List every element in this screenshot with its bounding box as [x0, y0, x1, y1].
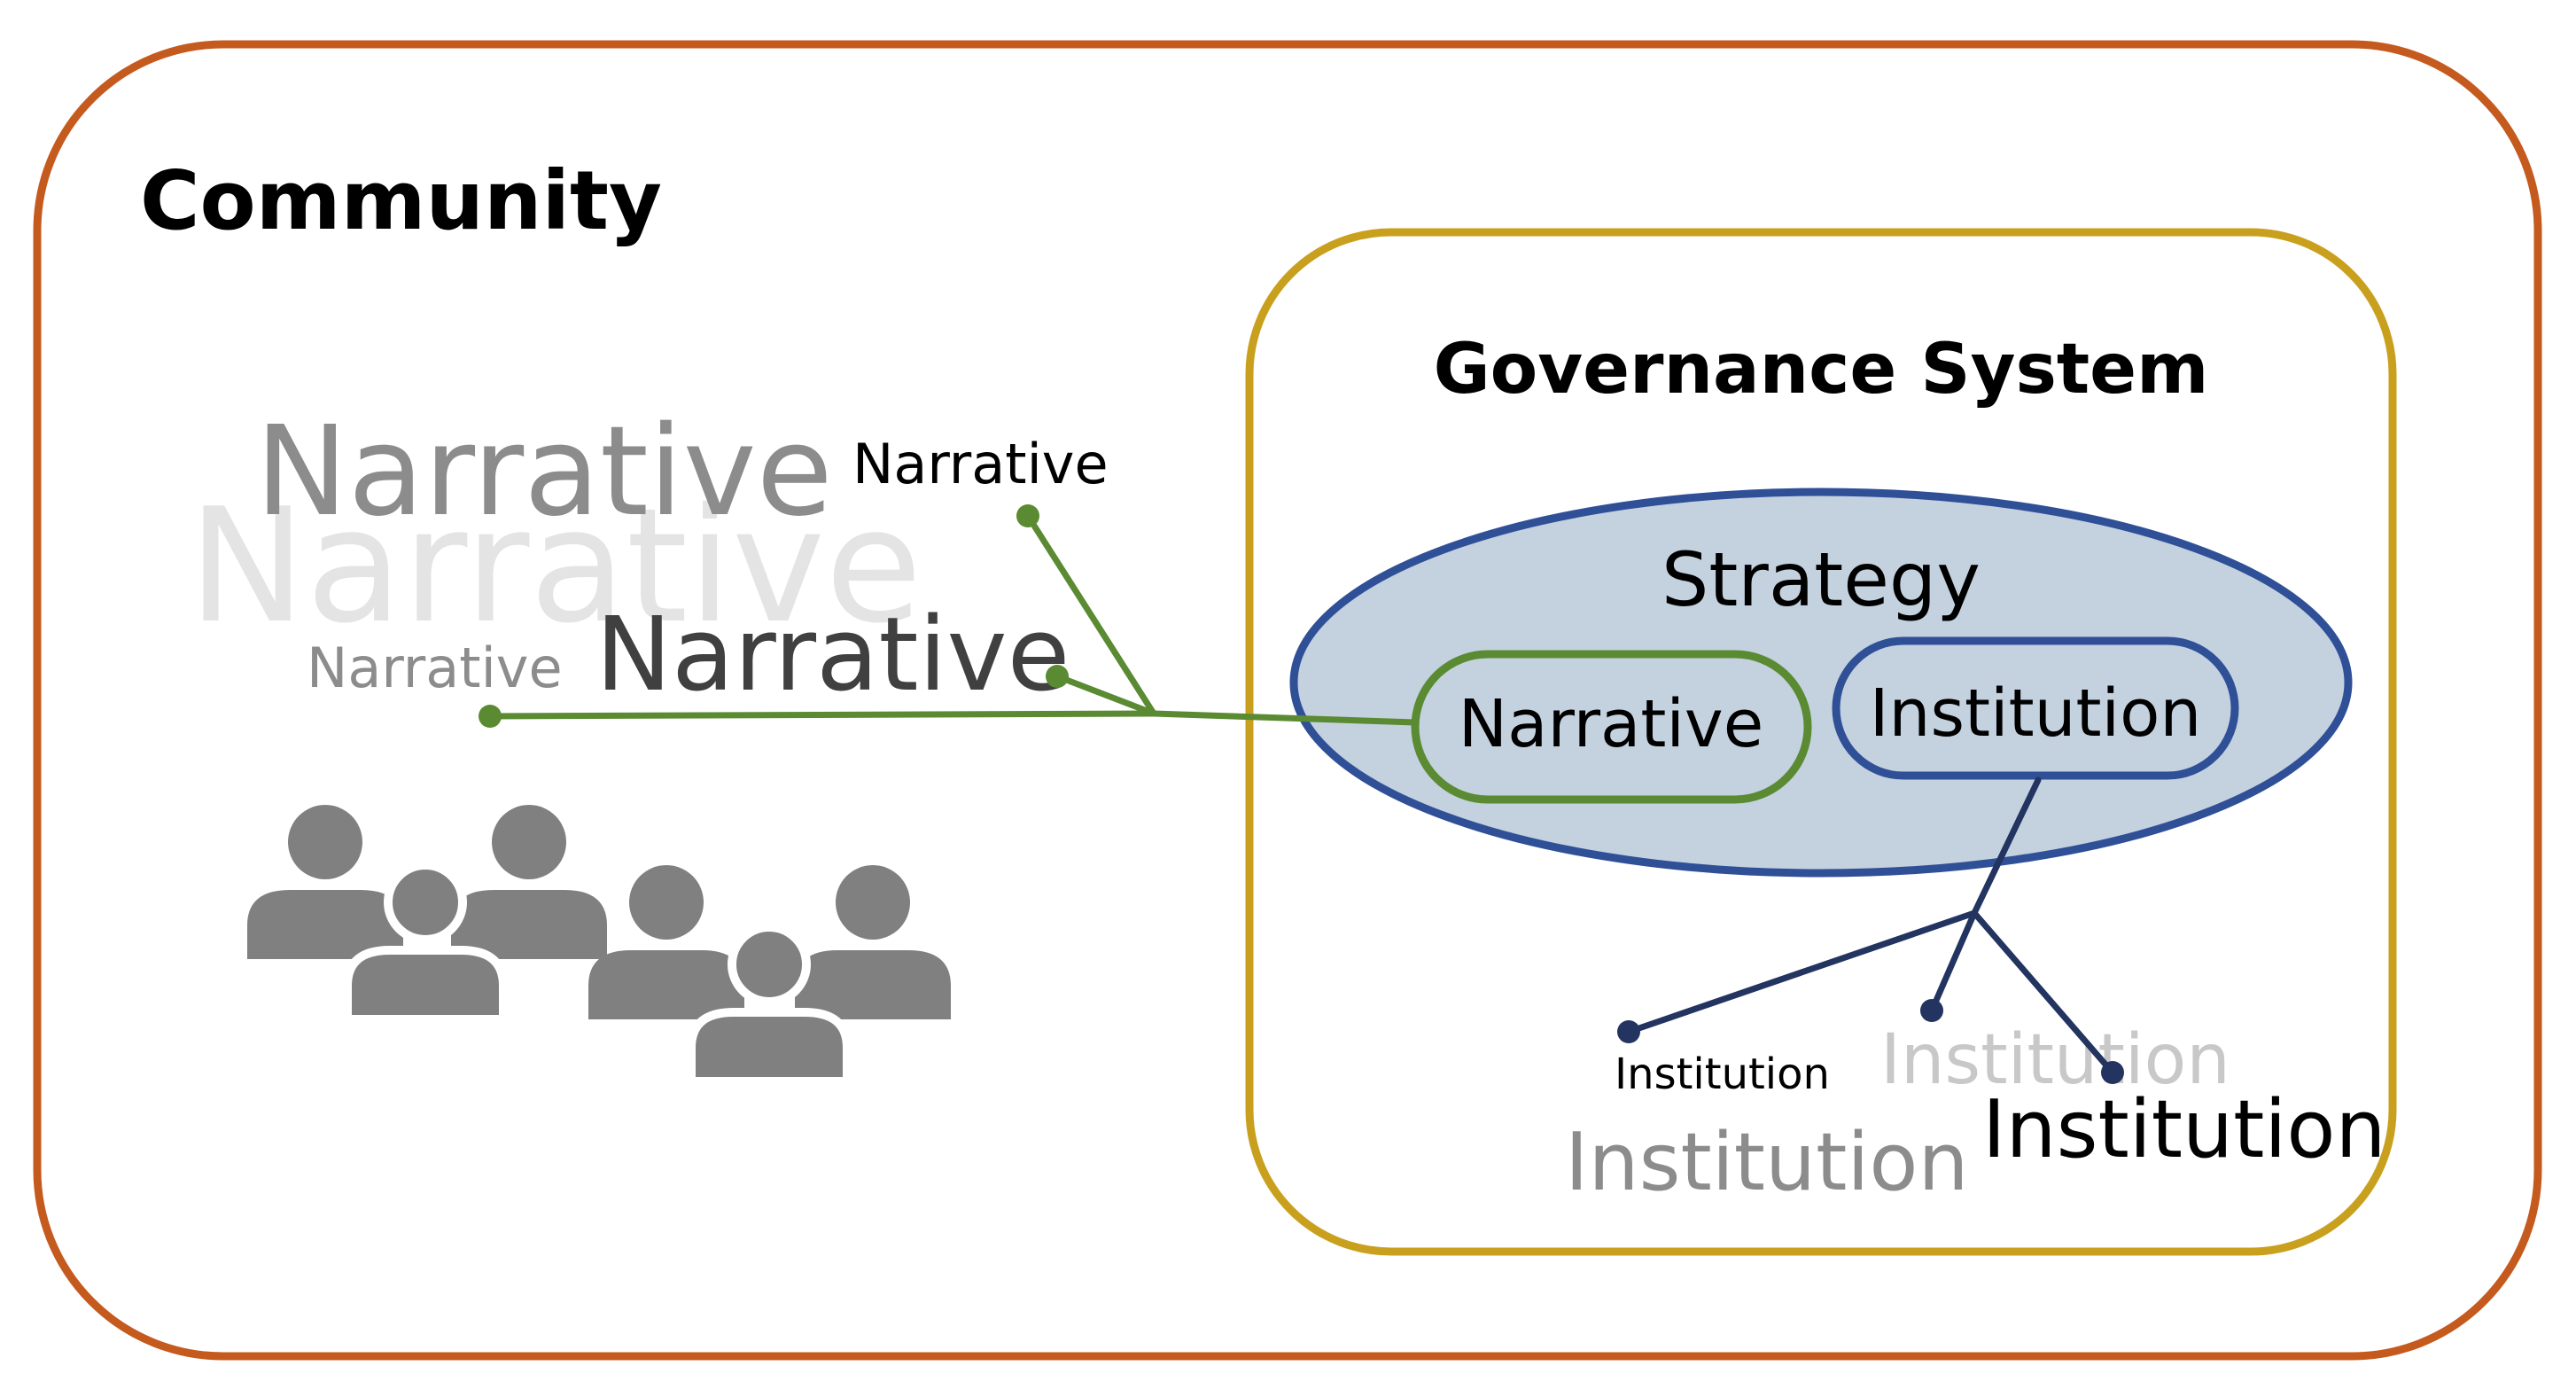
- institution-small-black: Institution: [1615, 1050, 1830, 1099]
- narrative-branch-middle: [1054, 673, 1157, 717]
- narrative-medium-dark: Narrative: [595, 596, 1070, 714]
- person-icon: [451, 805, 607, 959]
- person-body: [588, 950, 744, 1019]
- narrative-node-middle: [1046, 665, 1069, 688]
- narrative-branch-trunk: [486, 710, 1157, 720]
- narrative-branch-top: [1024, 512, 1157, 717]
- narrative-connector-tree: [486, 512, 1419, 726]
- governance-system-title: Governance System: [1434, 330, 2209, 410]
- person-head: [492, 805, 566, 879]
- person-icon: [343, 861, 508, 1024]
- person-body: [343, 946, 508, 1024]
- strategy-narrative-label: Narrative: [1459, 686, 1764, 762]
- person-icon: [247, 805, 403, 959]
- person-head: [836, 865, 910, 940]
- institution-branch-right: [1971, 909, 2116, 1076]
- institution-branch-middle: [1928, 909, 1978, 1014]
- narrative-small-left: Narrative: [307, 636, 563, 700]
- narrative-branch-to-pill: [1150, 710, 1419, 726]
- strategy-institution-pill: [1832, 636, 2239, 780]
- institution-connector-tree: [1625, 776, 2116, 1076]
- institution-medium-gray: Institution: [1565, 1116, 1969, 1209]
- institution-branch-trunk: [1971, 776, 2042, 917]
- person-body: [687, 1008, 852, 1086]
- people-group-icon: [247, 805, 951, 1086]
- person-head: [384, 861, 467, 944]
- institution-large-black: Institution: [1982, 1083, 2386, 1176]
- strategy-institution-label: Institution: [1870, 675, 2202, 752]
- person-body: [247, 890, 403, 959]
- community-title: Community: [140, 153, 662, 248]
- narrative-large-gray: Narrative: [255, 400, 833, 544]
- person-icon: [588, 865, 744, 1019]
- institution-node-right: [2101, 1061, 2124, 1084]
- person-head: [288, 805, 362, 879]
- person-body: [451, 890, 607, 959]
- strategy-title: Strategy: [1662, 536, 1981, 623]
- institution-light-gray: Institution: [1880, 1020, 2230, 1100]
- person-body: [795, 950, 951, 1019]
- institution-node-middle: [1920, 999, 1943, 1022]
- institution-branch-left: [1625, 909, 1978, 1035]
- strategy-narrative-pill: [1411, 650, 1812, 804]
- narrative-small-top: Narrative: [852, 432, 1109, 496]
- person-icon: [795, 865, 951, 1019]
- narrative-node-left: [479, 705, 502, 728]
- person-head: [629, 865, 704, 940]
- institution-node-left: [1617, 1020, 1640, 1043]
- person-head: [728, 923, 811, 1006]
- person-icon: [687, 923, 852, 1086]
- narrative-watermark: Narrative: [188, 474, 922, 658]
- narrative-node-top: [1016, 504, 1039, 527]
